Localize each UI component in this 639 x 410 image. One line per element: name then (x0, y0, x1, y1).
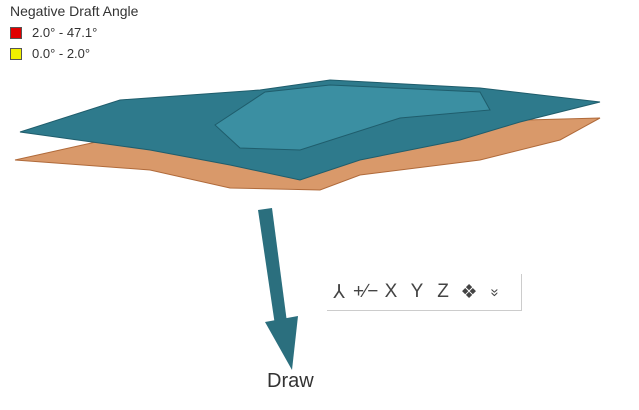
flip-icon[interactable]: +∕− (353, 281, 379, 302)
yellow-swatch (10, 47, 22, 60)
legend-item-yellow: 0.0° - 2.0° (10, 46, 138, 61)
axis-triad-icon[interactable]: ⅄ (333, 281, 345, 303)
isometric-icon[interactable]: ❖ (460, 281, 478, 303)
raised-boss (214, 84, 491, 151)
draw-arrow-shaft (258, 208, 288, 332)
legend-item-red: 2.0° - 47.1° (10, 25, 138, 40)
draft-angle-legend: Negative Draft Angle 2.0° - 47.1° 0.0° -… (10, 3, 138, 61)
legend-label: 0.0° - 2.0° (32, 46, 91, 61)
red-swatch (10, 26, 22, 39)
draw-direction-label: Draw (267, 370, 314, 392)
expand-more-icon[interactable]: » (486, 287, 504, 297)
legend-title: Negative Draft Angle (10, 3, 139, 19)
view-toolbar: ⅄ +∕− X Y Z ❖ » (327, 274, 522, 311)
z-view-button[interactable]: Z (437, 281, 449, 302)
draw-arrow-head (265, 316, 298, 370)
y-view-button[interactable]: Y (410, 281, 424, 302)
legend-label: 2.0° - 47.1° (32, 25, 98, 40)
x-view-button[interactable]: X (384, 281, 398, 302)
